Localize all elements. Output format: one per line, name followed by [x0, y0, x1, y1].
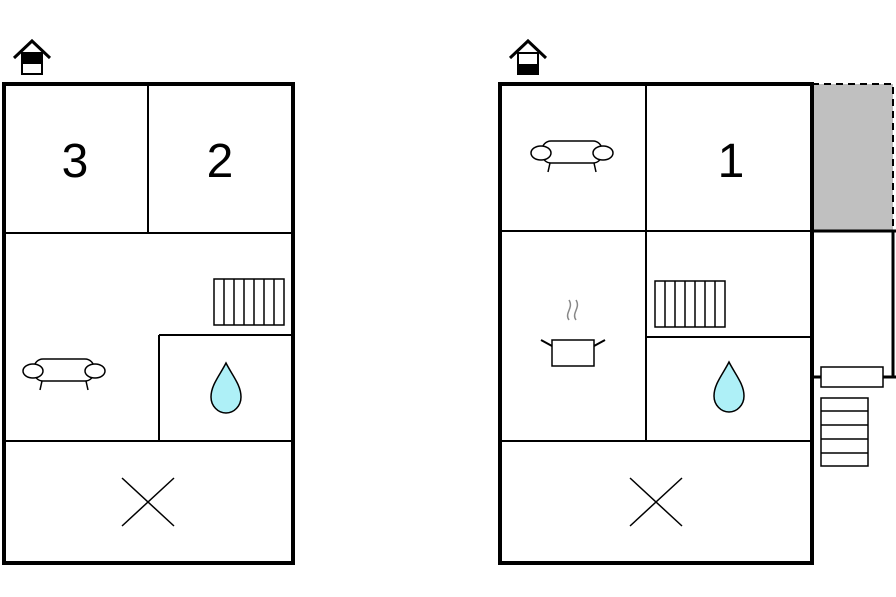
room-label-bedroom: 1 — [718, 135, 745, 188]
interior-walls — [500, 84, 812, 442]
stairs-icon — [213, 278, 285, 326]
room-label-bedroom: 3 — [62, 135, 89, 188]
cross-icon — [629, 477, 683, 527]
water-drop-icon — [210, 362, 242, 414]
entrance-steps-icon — [820, 366, 884, 467]
house-ground-floor-icon — [508, 38, 548, 75]
sofa-icon — [530, 140, 614, 173]
room-label-bedroom: 2 — [207, 135, 234, 188]
cross-icon — [121, 477, 175, 527]
interior-walls — [4, 84, 293, 442]
annex-walls — [812, 229, 896, 379]
water-drop-icon — [713, 361, 745, 413]
house-upper-floor-icon — [12, 38, 52, 75]
terrace-area — [812, 84, 893, 231]
floor-ground: 1 — [498, 38, 896, 565]
terrace-dashed-edge — [812, 83, 894, 231]
floor-outline — [498, 82, 814, 565]
floor-upper: 3 2 — [2, 38, 295, 565]
cooking-pot-icon — [540, 299, 606, 367]
sofa-icon — [22, 358, 106, 391]
stairs-icon — [654, 280, 726, 328]
